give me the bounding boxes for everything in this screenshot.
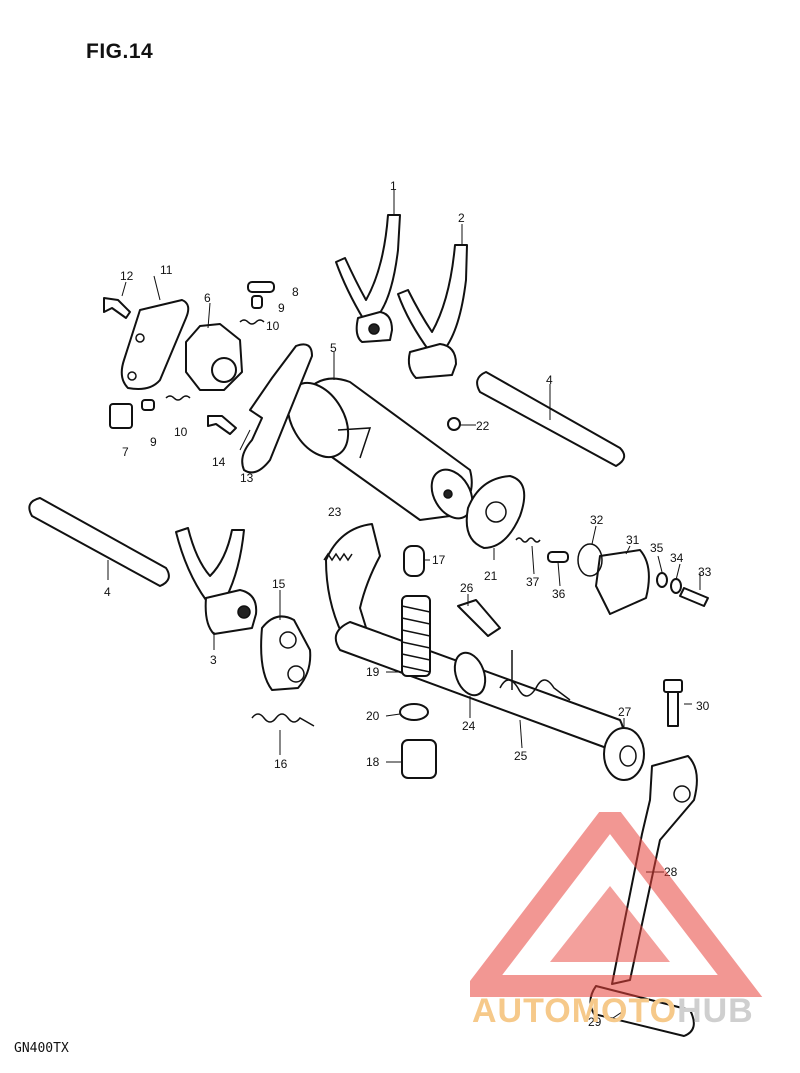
callout-22: 22 bbox=[476, 419, 490, 433]
callout-6: 6 bbox=[204, 291, 211, 305]
watermark-word-end: HUB bbox=[677, 992, 754, 1030]
part-15-stopper-lever bbox=[260, 615, 312, 691]
callout-11: 11 bbox=[160, 263, 173, 277]
part-21-stopper-plate bbox=[465, 475, 526, 549]
part-8-pin bbox=[247, 281, 275, 293]
callout-2: 2 bbox=[458, 211, 465, 225]
callout-12: 12 bbox=[120, 269, 134, 283]
callout-35: 35 bbox=[650, 541, 664, 555]
part-12-screw bbox=[103, 297, 131, 319]
callout-27: 27 bbox=[618, 705, 632, 719]
part-13-pawl-lifter bbox=[241, 343, 313, 474]
part-22-pin bbox=[447, 417, 461, 431]
part-37-spring bbox=[515, 537, 541, 543]
part-32-o-ring bbox=[577, 543, 603, 577]
part-30-bolt bbox=[663, 679, 683, 727]
callout-16: 16 bbox=[274, 757, 288, 771]
part-20-washer bbox=[399, 703, 429, 721]
part-17-pin bbox=[403, 545, 425, 577]
callout-labels: 1 2 3 4 4 5 6 7 8 9 9 10 10 11 12 13 14 … bbox=[104, 179, 712, 1029]
callout-18: 18 bbox=[366, 755, 380, 769]
part-33-screw bbox=[679, 587, 709, 607]
callout-20: 20 bbox=[366, 709, 380, 723]
callout-24: 24 bbox=[462, 719, 476, 733]
callout-33: 33 bbox=[698, 565, 712, 579]
callout-5: 5 bbox=[330, 341, 337, 355]
callout-23: 23 bbox=[328, 505, 342, 519]
part-2-shift-fork bbox=[397, 244, 468, 379]
figure-title: FIG.14 bbox=[86, 40, 154, 63]
watermark-word-main: AUTOMOTO bbox=[472, 992, 678, 1030]
part-24-gearshift-shaft bbox=[334, 621, 625, 751]
callout-29: 29 bbox=[588, 1015, 602, 1029]
callout-31: 31 bbox=[626, 533, 640, 547]
callout-37: 37 bbox=[526, 575, 540, 589]
part-34-washer bbox=[670, 578, 682, 594]
watermark-wordmark: AUTOMOTOHUB bbox=[472, 992, 754, 1031]
leader-lines bbox=[107, 190, 701, 1021]
part-3-shift-fork bbox=[175, 527, 258, 635]
callout-13: 13 bbox=[240, 471, 254, 485]
part-31-neutral-switch bbox=[595, 549, 650, 615]
callout-9-lower: 9 bbox=[150, 435, 157, 449]
part-7-block bbox=[109, 403, 133, 429]
part-10-spring-lower bbox=[165, 395, 191, 401]
part-19-spring bbox=[401, 595, 431, 677]
part-27-bearing bbox=[603, 727, 645, 781]
callout-10-lower: 10 bbox=[174, 425, 188, 439]
callout-7: 7 bbox=[122, 445, 129, 459]
callout-30: 30 bbox=[696, 699, 710, 713]
callout-36: 36 bbox=[552, 587, 566, 601]
callout-17: 17 bbox=[432, 553, 446, 567]
part-14-screw bbox=[207, 415, 237, 435]
callout-15: 15 bbox=[272, 577, 286, 591]
callout-3: 3 bbox=[210, 653, 217, 667]
callout-14: 14 bbox=[212, 455, 226, 469]
part-10-spring-upper bbox=[239, 319, 265, 325]
callout-19: 19 bbox=[366, 665, 380, 679]
callout-4-lower: 4 bbox=[104, 585, 111, 599]
part-25-return-spring bbox=[499, 650, 571, 701]
part-35-washer bbox=[656, 572, 668, 588]
callout-8: 8 bbox=[292, 285, 299, 299]
callout-26: 26 bbox=[460, 581, 474, 595]
part-16-spring bbox=[251, 713, 315, 727]
callout-32: 32 bbox=[590, 513, 604, 527]
part-11-cam-guide bbox=[120, 299, 190, 390]
part-5-cam-drum bbox=[286, 377, 474, 521]
model-code: GN400TX bbox=[14, 1041, 69, 1056]
watermark-logo bbox=[470, 812, 763, 997]
part-6-cam-driven-gear bbox=[185, 323, 243, 391]
part-18-plug bbox=[401, 739, 437, 779]
callout-9-upper: 9 bbox=[278, 301, 285, 315]
callout-21: 21 bbox=[484, 569, 498, 583]
part-9-pawl-upper bbox=[251, 295, 263, 309]
part-1-shift-fork bbox=[335, 214, 401, 343]
part-9-pawl-lower bbox=[141, 399, 155, 411]
callout-25: 25 bbox=[514, 749, 528, 763]
part-36-switch-contact bbox=[547, 551, 569, 563]
callout-1: 1 bbox=[390, 179, 397, 193]
callout-4-upper: 4 bbox=[546, 373, 553, 387]
part-4-fork-shaft-upper bbox=[476, 371, 626, 467]
callout-10-upper: 10 bbox=[266, 319, 280, 333]
part-4-fork-shaft-lower bbox=[28, 497, 170, 587]
callout-34: 34 bbox=[670, 551, 684, 565]
part-26-bolt bbox=[457, 599, 501, 637]
part-23-shift-arm-plate bbox=[323, 523, 381, 640]
